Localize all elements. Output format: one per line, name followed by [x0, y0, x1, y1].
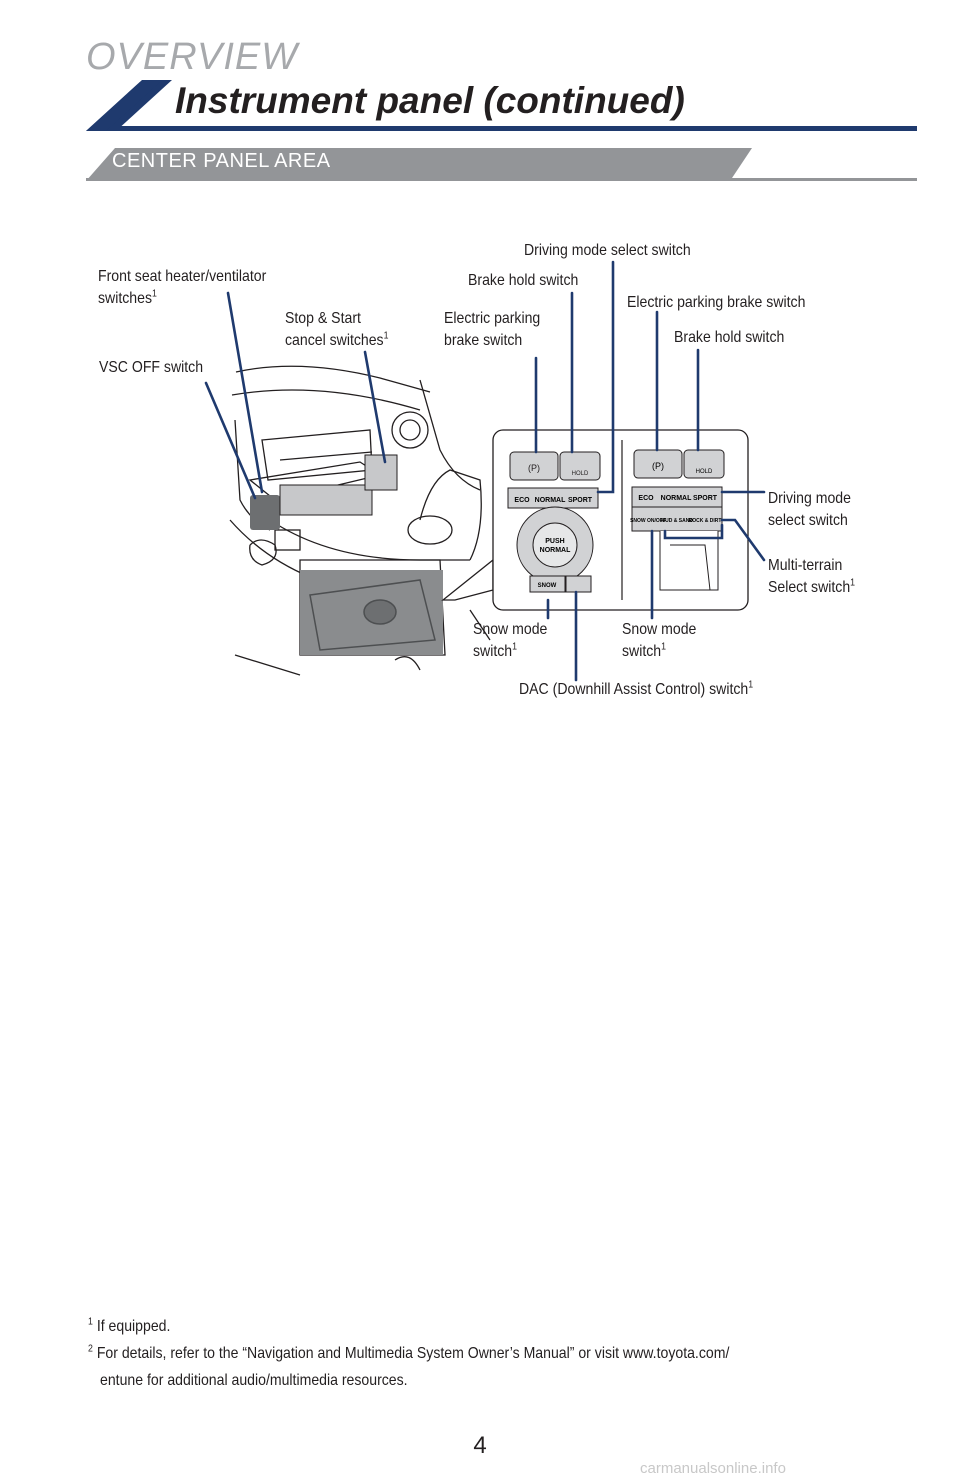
label-front-seat-heater: Front seat heater/ventilator switches1: [98, 268, 267, 307]
watermark: carmanualsonline.info: [640, 1460, 786, 1477]
svg-text:HOLD: HOLD: [572, 471, 589, 477]
svg-text:PUSH: PUSH: [545, 538, 564, 545]
label-snow-right: Snow mode switch1: [622, 621, 697, 660]
section-rule: [86, 178, 917, 181]
page-number: 4: [473, 1432, 487, 1459]
label-drive-mode-right: Driving mode select switch: [768, 490, 851, 529]
label-stop-start: Stop & Start cancel switches1: [285, 310, 389, 349]
svg-text:MUD & SAND: MUD & SAND: [661, 518, 693, 524]
svg-text:(P): (P): [652, 461, 664, 471]
footnote-2-continued: entune for additional audio/multimedia r…: [100, 1372, 408, 1389]
label-epb-right: Electric parking brake switch: [627, 294, 806, 311]
svg-text:NORMAL: NORMAL: [661, 495, 692, 502]
svg-text:NORMAL: NORMAL: [540, 547, 571, 554]
section-title: CENTER PANEL AREA: [112, 150, 331, 172]
panel-variant-right: (P) HOLD ECO NORMAL SPORT SNOW ON/OFF MU…: [630, 449, 725, 591]
switch-strip: [250, 454, 398, 530]
svg-text:ROCK & DIRT: ROCK & DIRT: [689, 518, 722, 524]
label-brake-hold-right: Brake hold switch: [674, 329, 785, 346]
label-vsc-off: VSC OFF switch: [99, 359, 204, 376]
label-dac: DAC (Downhill Assist Control) switch1: [519, 679, 754, 698]
label-drive-mode-top: Driving mode select switch: [524, 242, 691, 259]
label-epb-left: Electric parking brake switch: [444, 310, 541, 349]
svg-text:NORMAL: NORMAL: [535, 497, 566, 504]
title-underline: [112, 126, 917, 131]
section-band: [86, 148, 752, 181]
label-multi-terrain: Multi-terrain Select switch1: [768, 557, 856, 596]
svg-text:SNOW ON/OFF: SNOW ON/OFF: [630, 518, 666, 524]
panel-variant-left: (P) HOLD ECO NORMAL SPORT PUSH NORMAL SN…: [507, 451, 601, 593]
page-title: Instrument panel (continued): [175, 80, 685, 121]
callout-leaders: [204, 260, 766, 682]
svg-text:SPORT: SPORT: [568, 497, 593, 504]
svg-text:(P): (P): [528, 463, 540, 473]
center-panel-illustration: (P) HOLD ECO NORMAL SPORT PUSH NORMAL SN…: [204, 260, 766, 682]
header-graphics: [86, 80, 917, 181]
svg-text:HOLD: HOLD: [696, 469, 713, 475]
footnote-2: 2 For details, refer to the “Navigation …: [88, 1343, 730, 1362]
svg-text:ECO: ECO: [638, 495, 654, 502]
svg-text:ECO: ECO: [514, 497, 530, 504]
footnote-1: 1 If equipped.: [88, 1316, 171, 1335]
overview-heading: OVERVIEW: [86, 36, 299, 78]
svg-text:SNOW: SNOW: [538, 583, 557, 589]
callout-pointer: [441, 558, 494, 601]
svg-text:SPORT: SPORT: [693, 495, 718, 502]
label-snow-left: Snow mode switch1: [473, 621, 548, 660]
label-brake-hold-left: Brake hold switch: [468, 272, 579, 289]
